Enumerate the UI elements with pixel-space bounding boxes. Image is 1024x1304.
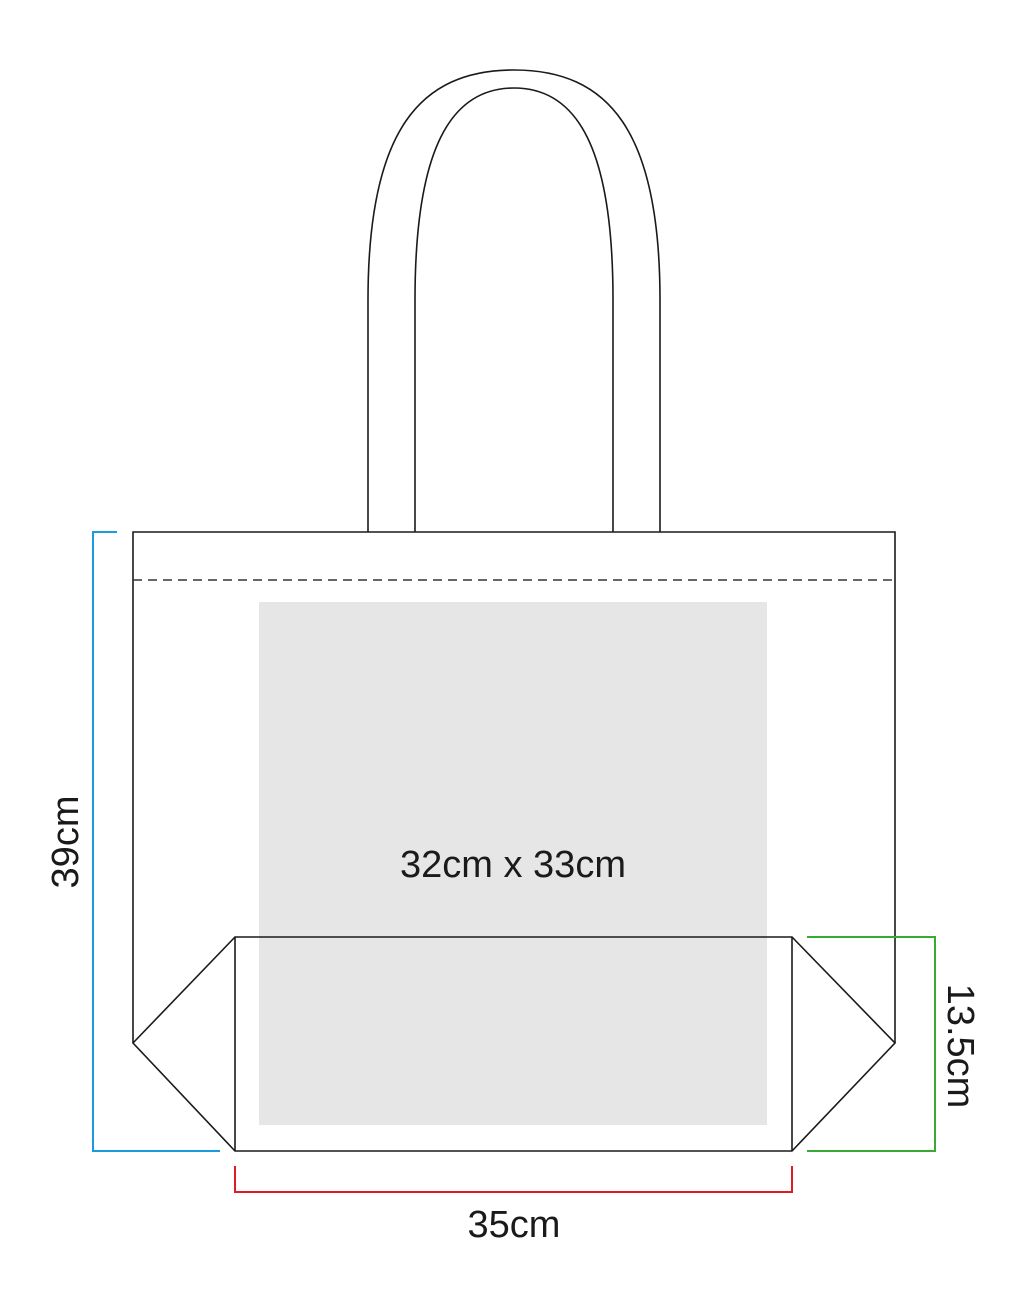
- gusset-dimension-bracket: [807, 936, 936, 1152]
- gusset-label: 13.5cm: [939, 984, 981, 1109]
- bag-body-outline: [132, 531, 896, 1043]
- width-label: 35cm: [468, 1204, 561, 1246]
- width-dimension-bracket: [234, 1166, 793, 1193]
- height-dimension-bracket: [92, 531, 220, 1152]
- print-area: [259, 602, 767, 1125]
- bag-handle-outer: [367, 69, 661, 532]
- bag-handle-inner: [414, 87, 614, 532]
- height-label: 39cm: [45, 796, 87, 889]
- print-area-label: 32cm x 33cm: [400, 844, 626, 886]
